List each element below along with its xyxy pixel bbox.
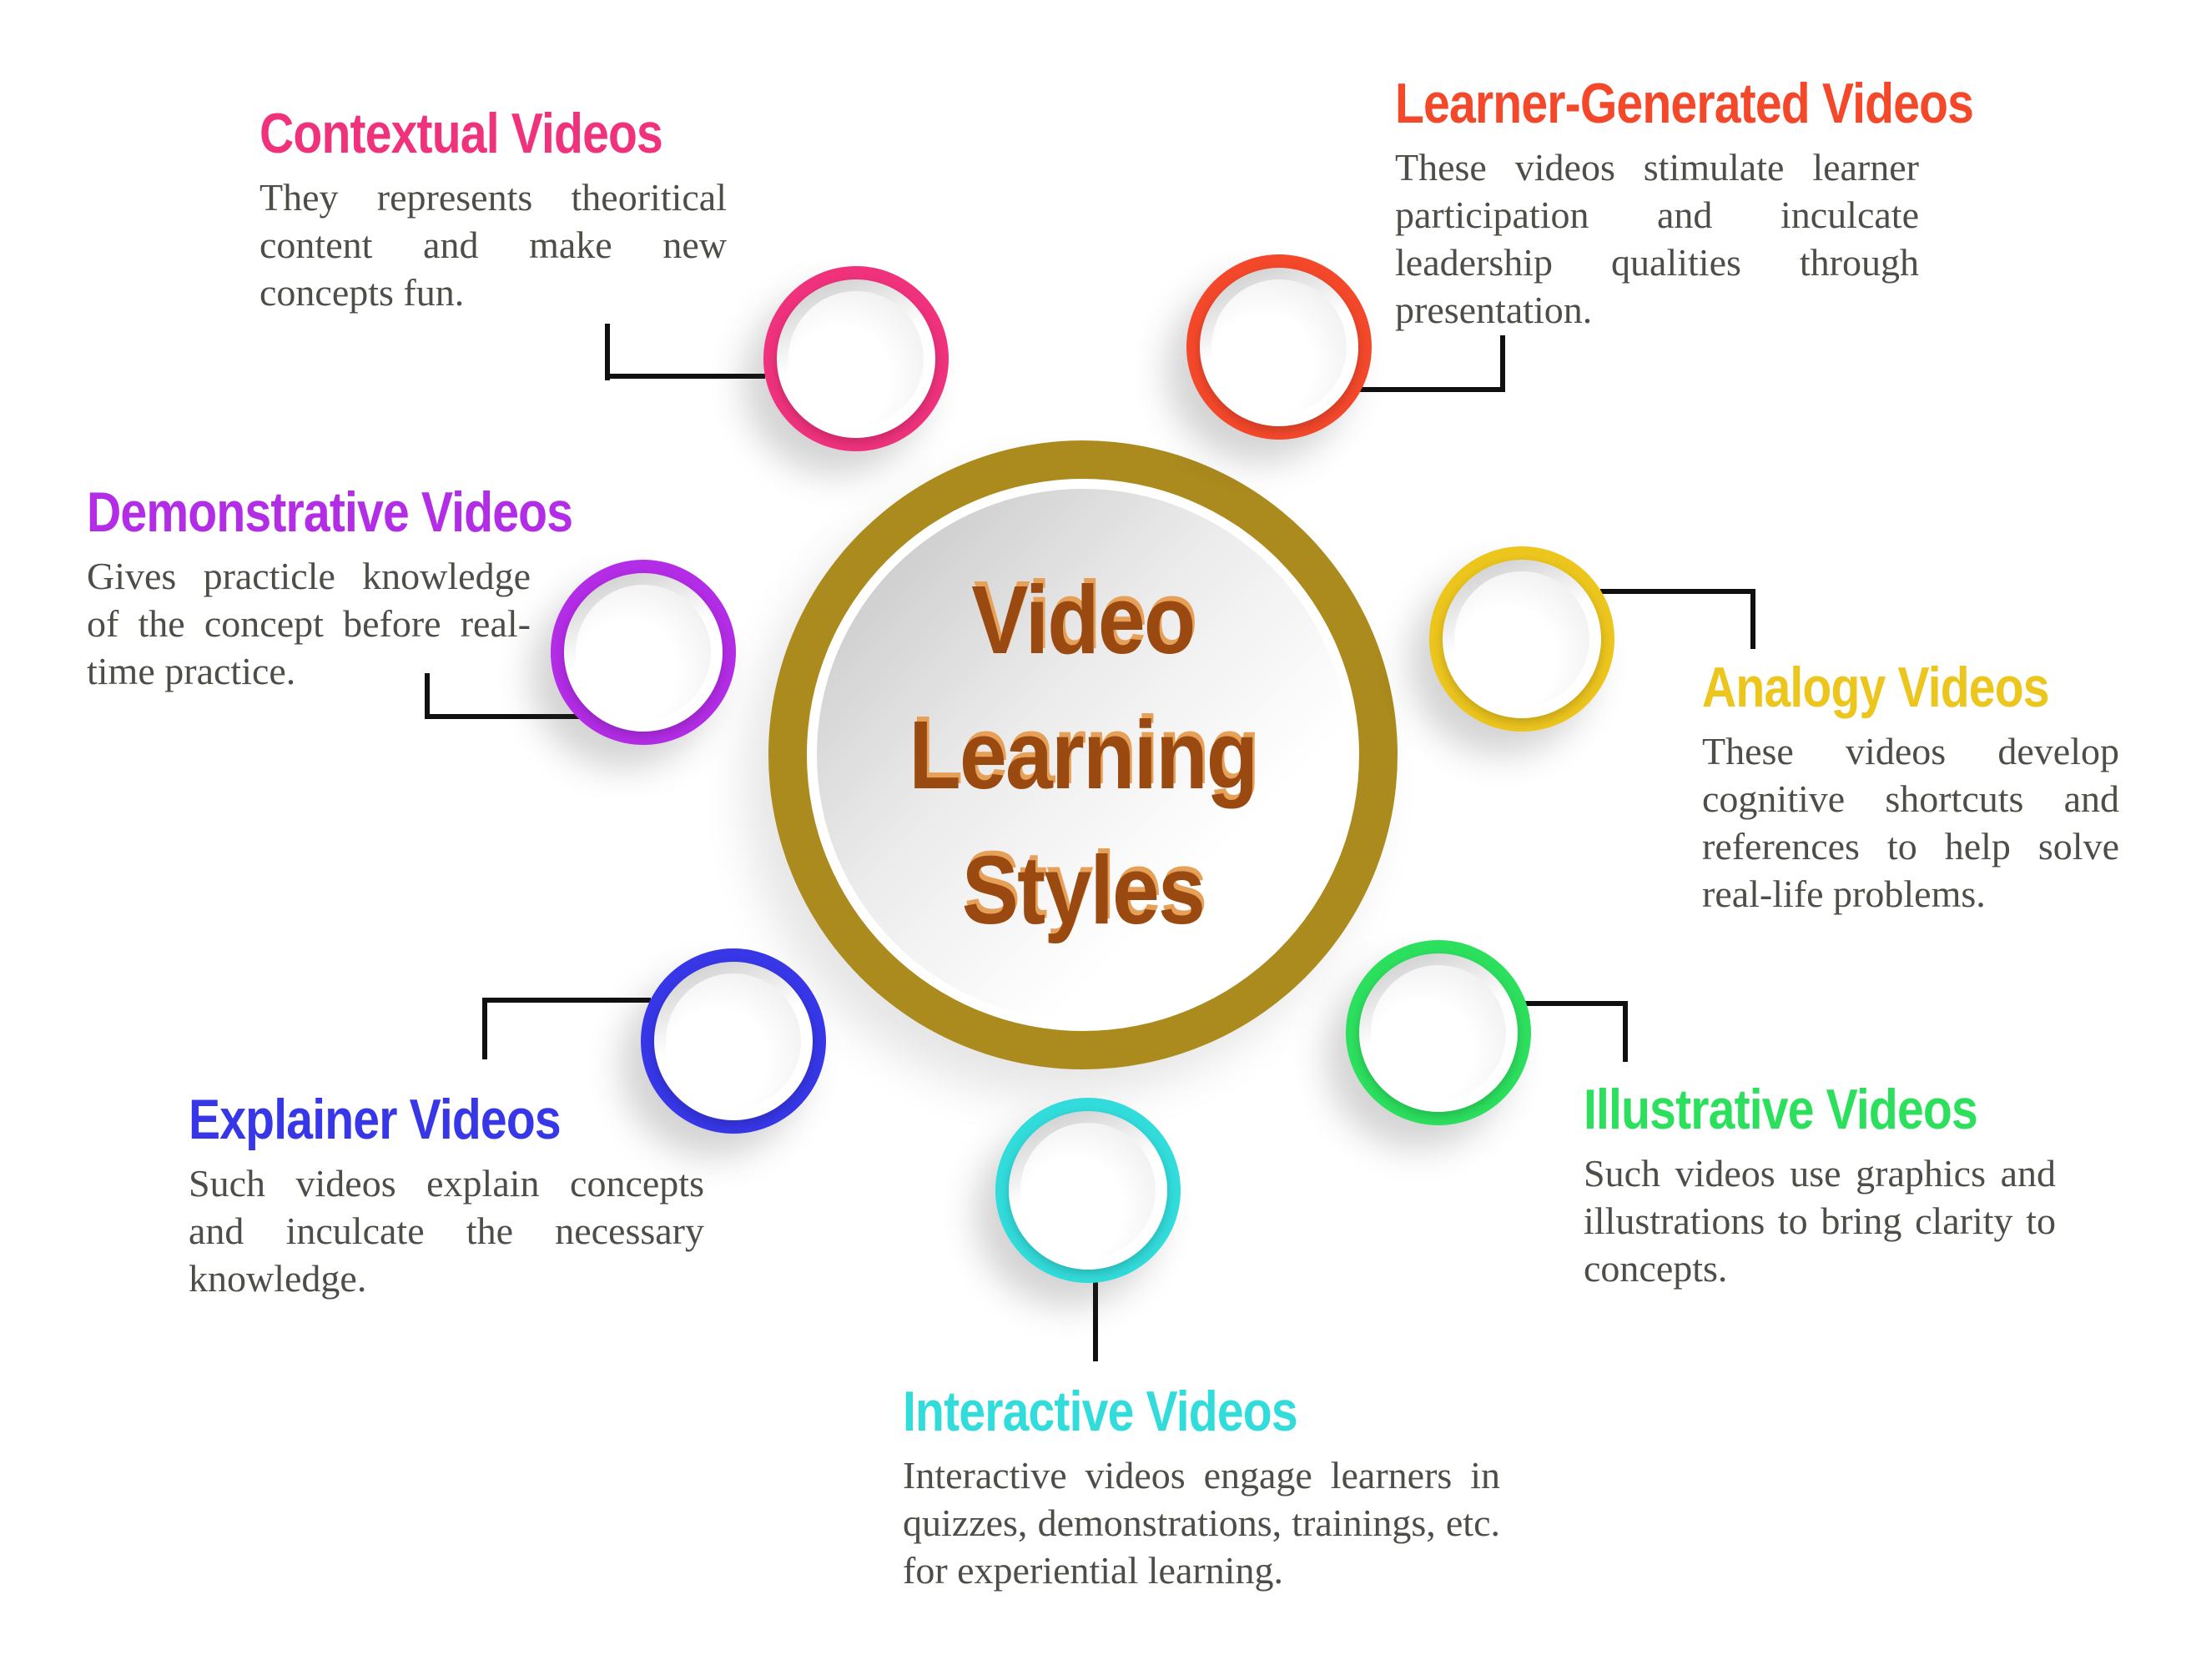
analogy-videos-circle bbox=[1429, 546, 1614, 732]
learner-generated-videos-circle bbox=[1186, 254, 1372, 440]
illustrative-videos-description: Such videos use graphics and illustratio… bbox=[1584, 1152, 2056, 1290]
center-circle: Video Learning Styles bbox=[768, 440, 1398, 1069]
connector-learner-vertical bbox=[1500, 335, 1505, 392]
center-title-line-1: Video bbox=[971, 566, 1196, 674]
demonstrative-videos-circle bbox=[551, 560, 736, 745]
learner-generated-videos-block: Learner-Generated Videos These videos st… bbox=[1395, 72, 1974, 334]
demonstrative-videos-title: Demonstrative Videos bbox=[87, 480, 573, 544]
interactive-videos-description: Interactive videos engage learners in qu… bbox=[903, 1454, 1500, 1592]
explainer-videos-circle bbox=[641, 948, 826, 1134]
connector-illustrative-horizontal bbox=[1521, 1001, 1628, 1006]
connector-interactive-vertical bbox=[1093, 1281, 1098, 1361]
illustrative-videos-circle bbox=[1346, 940, 1531, 1125]
connector-contextual-horizontal bbox=[605, 374, 765, 379]
interactive-videos-title: Interactive Videos bbox=[903, 1380, 1298, 1443]
connector-explainer-horizontal bbox=[482, 998, 651, 1003]
connector-analogy-vertical bbox=[1750, 589, 1755, 649]
connector-contextual-vertical bbox=[605, 324, 610, 380]
illustrative-videos-block: Illustrative Videos Such videos use grap… bbox=[1584, 1078, 2056, 1292]
learner-generated-videos-title: Learner-Generated Videos bbox=[1395, 72, 1974, 135]
explainer-videos-title: Explainer Videos bbox=[189, 1088, 562, 1151]
connector-learner-horizontal bbox=[1358, 387, 1505, 392]
contextual-videos-description: They represents theoritical content and … bbox=[259, 176, 727, 314]
explainer-videos-description: Such videos explain concepts and inculca… bbox=[189, 1162, 704, 1300]
interactive-videos-circle bbox=[995, 1098, 1181, 1283]
contextual-videos-block: Contextual Videos They represents theori… bbox=[259, 102, 727, 316]
center-title-line-2: Learning bbox=[909, 701, 1259, 809]
connector-analogy-horizontal bbox=[1600, 589, 1755, 594]
connector-demonstrative-horizontal bbox=[425, 714, 580, 719]
contextual-videos-circle bbox=[763, 266, 949, 451]
learner-generated-videos-description: These videos stimulate learner participa… bbox=[1395, 146, 1919, 331]
analogy-videos-title: Analogy Videos bbox=[1702, 656, 2050, 719]
center-title-line-3: Styles bbox=[961, 836, 1206, 944]
contextual-videos-title: Contextual Videos bbox=[259, 102, 663, 165]
explainer-videos-block: Explainer Videos Such videos explain con… bbox=[189, 1088, 704, 1302]
analogy-videos-block: Analogy Videos These videos develop cogn… bbox=[1702, 656, 2119, 918]
connector-illustrative-vertical bbox=[1623, 1001, 1628, 1062]
center-title: Video Learning Styles bbox=[768, 440, 1398, 1069]
connector-demonstrative-vertical bbox=[425, 673, 430, 719]
analogy-videos-description: These videos develop cognitive shortcuts… bbox=[1702, 730, 2119, 915]
interactive-videos-block: Interactive Videos Interactive videos en… bbox=[903, 1380, 1500, 1594]
connector-explainer-vertical bbox=[482, 998, 487, 1059]
demonstrative-videos-block: Demonstrative Videos Gives practicle kno… bbox=[87, 480, 573, 695]
illustrative-videos-title: Illustrative Videos bbox=[1584, 1078, 1978, 1141]
demonstrative-videos-description: Gives practicle knowledge of the concept… bbox=[87, 555, 531, 692]
